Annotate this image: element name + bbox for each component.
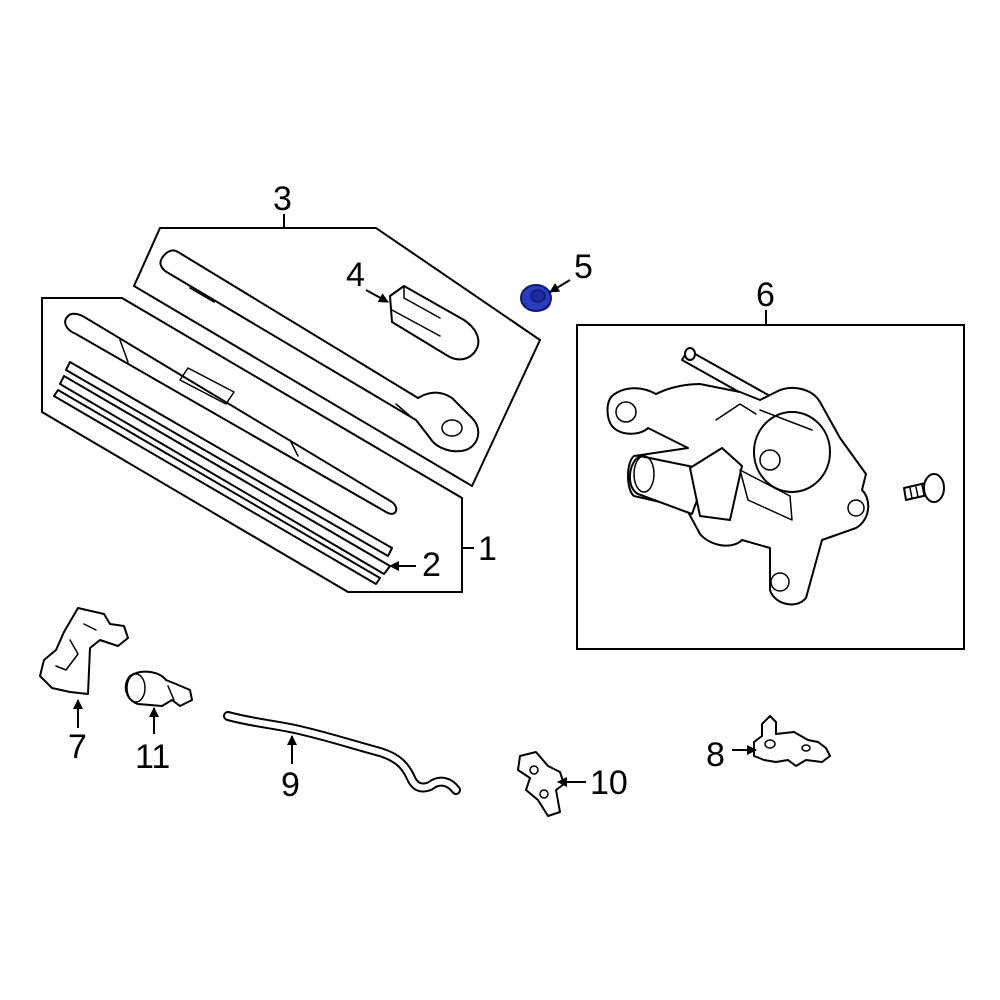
washer-nozzle[interactable] [124, 670, 193, 707]
callout-9: 9 [281, 766, 300, 804]
clip-10[interactable] [517, 751, 565, 817]
callout-6: 6 [756, 276, 775, 314]
bracket-8[interactable] [753, 715, 831, 767]
callout-11: 11 [135, 738, 170, 776]
wiper-arm-box [132, 227, 542, 488]
arm-cap[interactable] [389, 285, 480, 361]
wiper-arm-group [132, 214, 542, 488]
callout-2: 2 [422, 546, 441, 584]
wiper-motor-group [576, 310, 965, 650]
callout-7: 7 [68, 728, 87, 766]
washer-hose[interactable] [223, 711, 461, 795]
bracket-7[interactable] [39, 607, 129, 695]
wiper-arm[interactable] [159, 249, 480, 453]
wiper-motor-box [576, 324, 965, 650]
wiper-blade-group [41, 297, 474, 593]
wiper-blade-refill[interactable] [65, 361, 393, 557]
callout-3: 3 [273, 180, 292, 218]
wiper-blade[interactable] [64, 312, 398, 515]
wiper-blade-box [41, 297, 463, 593]
callout-5: 5 [574, 248, 593, 286]
callout-8: 8 [706, 736, 725, 774]
motor-body[interactable] [629, 455, 709, 515]
nut-part[interactable] [520, 284, 552, 312]
callout-4: 4 [346, 256, 365, 294]
callout-1: 1 [478, 530, 497, 568]
leader-5 [549, 279, 571, 293]
leader-4 [365, 289, 389, 303]
callout-10: 10 [590, 764, 628, 802]
